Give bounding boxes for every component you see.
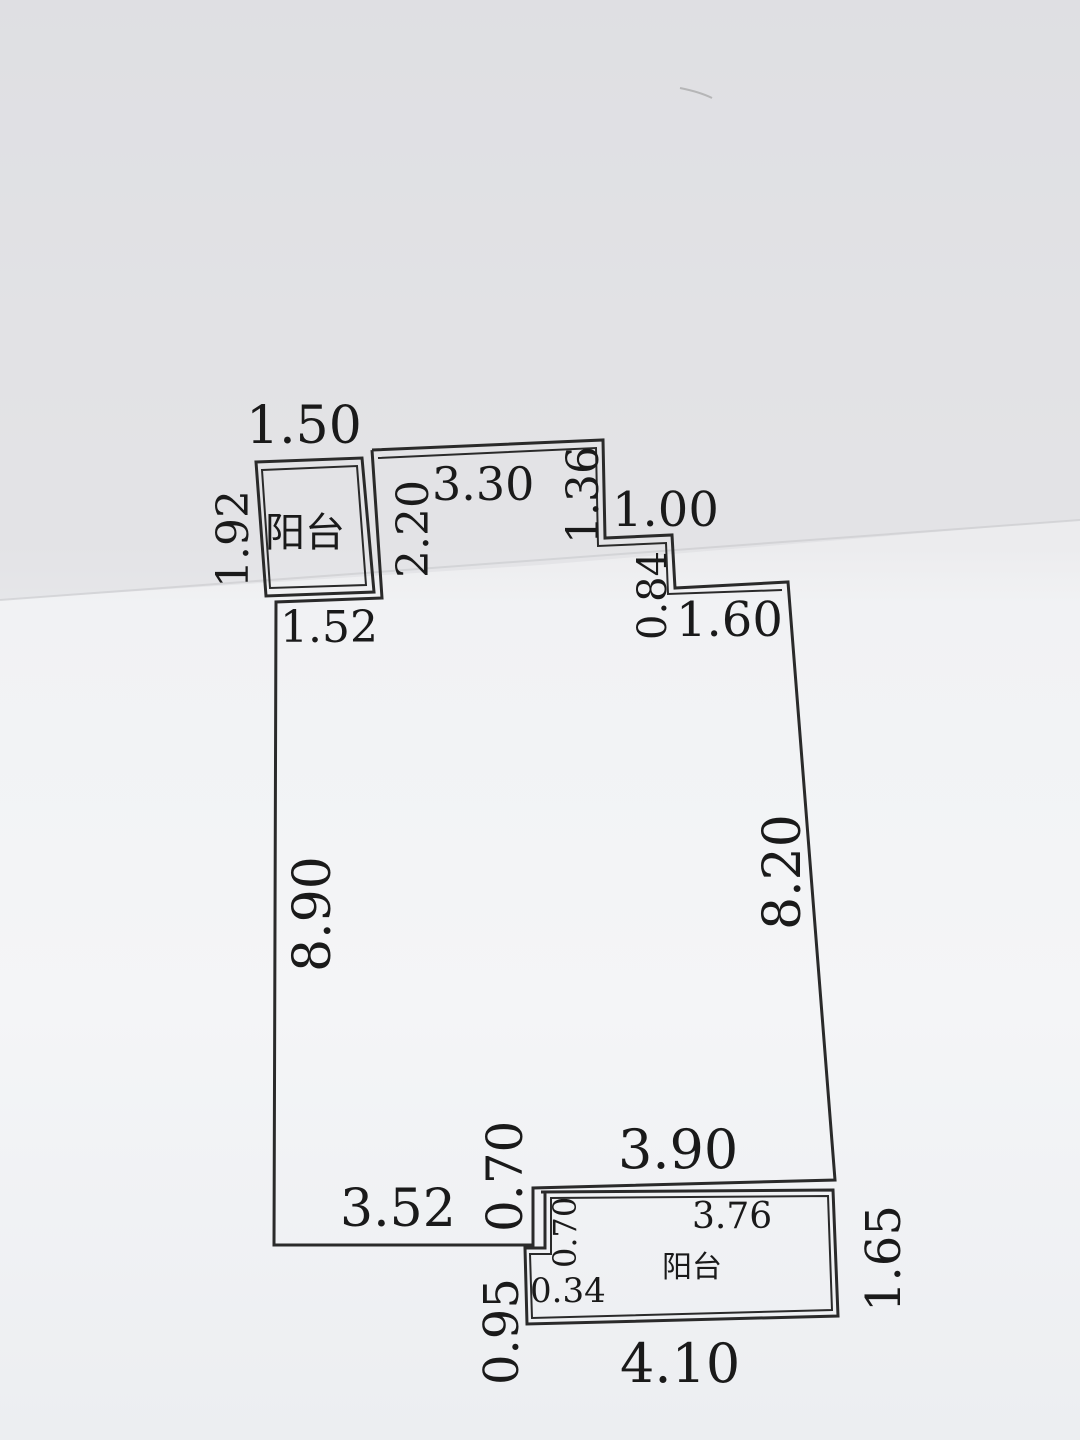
dim-bottom-balcony-inner-width: 3.76 — [692, 1196, 772, 1237]
top-balcony-inner — [260, 464, 368, 590]
dim-bottom-notch-height: 0.70 — [476, 1121, 534, 1232]
dim-left-height: 8.90 — [283, 856, 343, 972]
dim-bottom-right-width: 3.90 — [618, 1118, 738, 1181]
dim-bottom-left-width: 3.52 — [340, 1179, 456, 1239]
dim-right-step-height: 1.36 — [558, 446, 609, 544]
dim-top-step-height: 2.20 — [388, 480, 439, 578]
bottom-balcony-outline — [523, 1188, 840, 1326]
top-balcony-outline — [254, 456, 376, 598]
dim-top-balcony-height: 1.92 — [208, 490, 259, 588]
dim-top-left-segment: 1.52 — [280, 602, 378, 653]
dim-inner-notch-height: 0.70 — [546, 1197, 584, 1268]
bottom-balcony-label: 阳台 — [662, 1250, 722, 1285]
dim-bottom-width: 4.10 — [620, 1332, 740, 1395]
dim-bottom-balcony-height: 1.65 — [856, 1205, 912, 1312]
dim-right-height: 8.20 — [753, 814, 813, 930]
main-outline — [272, 438, 837, 1247]
dim-right-upper-width: 1.60 — [676, 592, 783, 648]
dim-top-width: 3.30 — [432, 457, 534, 511]
dim-bottom-small-notch: 0.34 — [530, 1271, 606, 1311]
dim-bottom-left-height: 0.95 — [474, 1278, 530, 1385]
top-balcony-label: 阳台 — [265, 510, 345, 556]
bottom-balcony-inner — [528, 1194, 834, 1320]
dim-right-notch-height: 0.84 — [630, 551, 676, 640]
main-outline-inner-top — [377, 446, 783, 596]
dim-top-balcony-width: 1.50 — [246, 396, 362, 456]
dim-right-step-width: 1.00 — [612, 482, 719, 538]
